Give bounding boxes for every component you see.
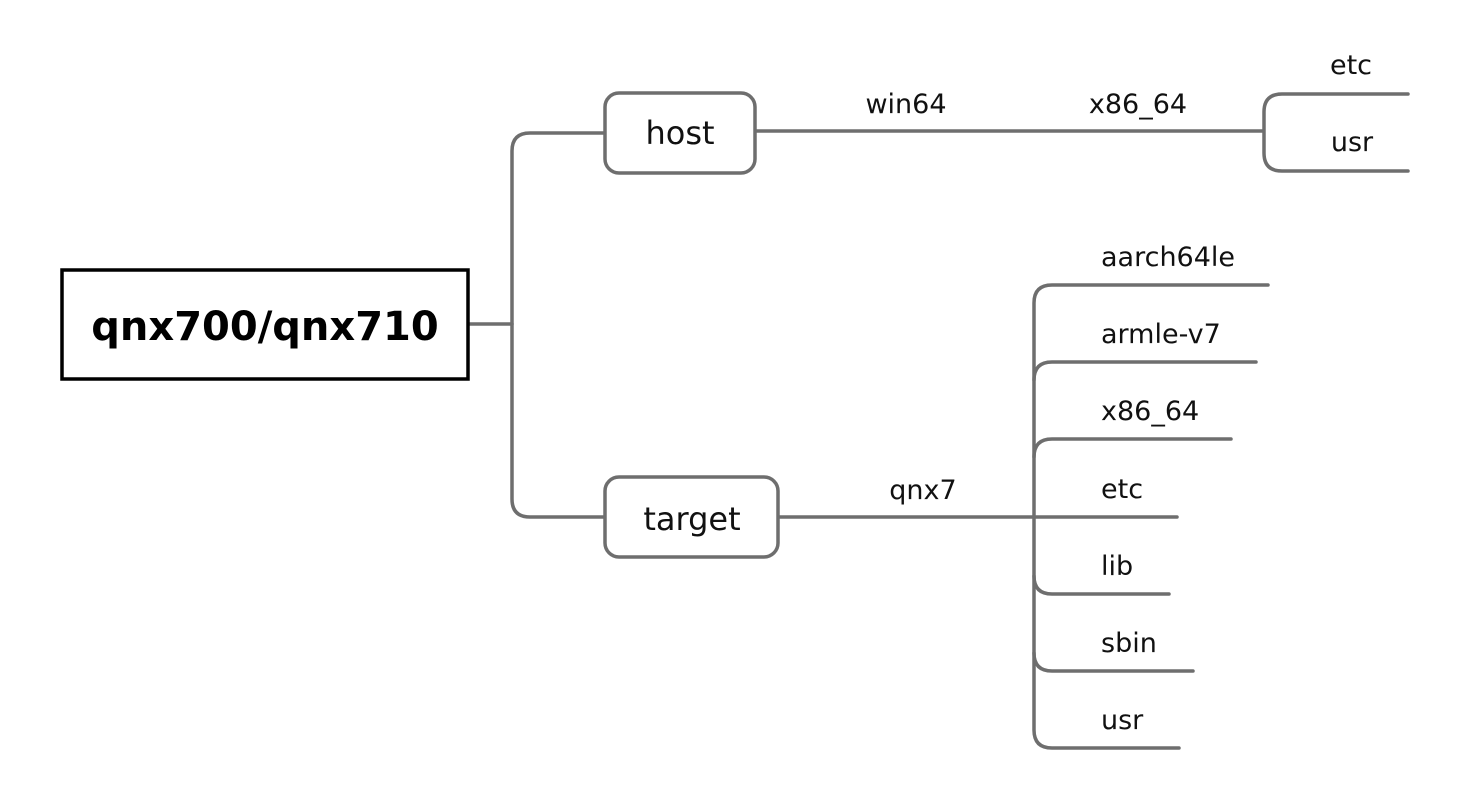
host-node-label: host	[645, 114, 714, 152]
connector-lines	[466, 92, 1410, 750]
target-child-line-armle-v7	[1032, 360, 1258, 382]
host-node[interactable]: host	[603, 91, 757, 175]
target-child-line-x86-64	[1032, 437, 1233, 459]
host-child-etc[interactable]: etc	[1330, 50, 1372, 81]
target-child-line-lib	[1032, 574, 1171, 596]
target-child-aarch64le[interactable]: aarch64le	[1101, 242, 1235, 273]
root-trunk	[510, 131, 607, 519]
host-path-x86-64[interactable]: x86_64	[1089, 89, 1187, 120]
root-node[interactable]: qnx700/qnx710	[60, 268, 470, 381]
target-child-line-sbin	[1032, 651, 1195, 673]
host-node-box	[603, 91, 757, 175]
host-path-win64[interactable]: win64	[865, 89, 946, 120]
target-child-sbin[interactable]: sbin	[1101, 628, 1157, 659]
host-child-usr[interactable]: usr	[1331, 127, 1374, 158]
root-node-box	[60, 268, 470, 381]
target-node-label: target	[643, 500, 740, 538]
root-node-label: qnx700/qnx710	[91, 304, 438, 350]
target-child-x86-64[interactable]: x86_64	[1101, 396, 1199, 427]
host-children-bracket	[1262, 92, 1410, 173]
target-child-lib[interactable]: lib	[1101, 551, 1133, 582]
target-child-armle-v7[interactable]: armle-v7	[1101, 319, 1221, 350]
target-node-box	[603, 475, 780, 559]
target-node[interactable]: target	[603, 475, 780, 559]
target-child-usr[interactable]: usr	[1101, 705, 1144, 736]
target-child-etc[interactable]: etc	[1101, 474, 1143, 505]
target-children-bracket	[1032, 283, 1270, 750]
target-path-qnx7[interactable]: qnx7	[889, 475, 956, 506]
